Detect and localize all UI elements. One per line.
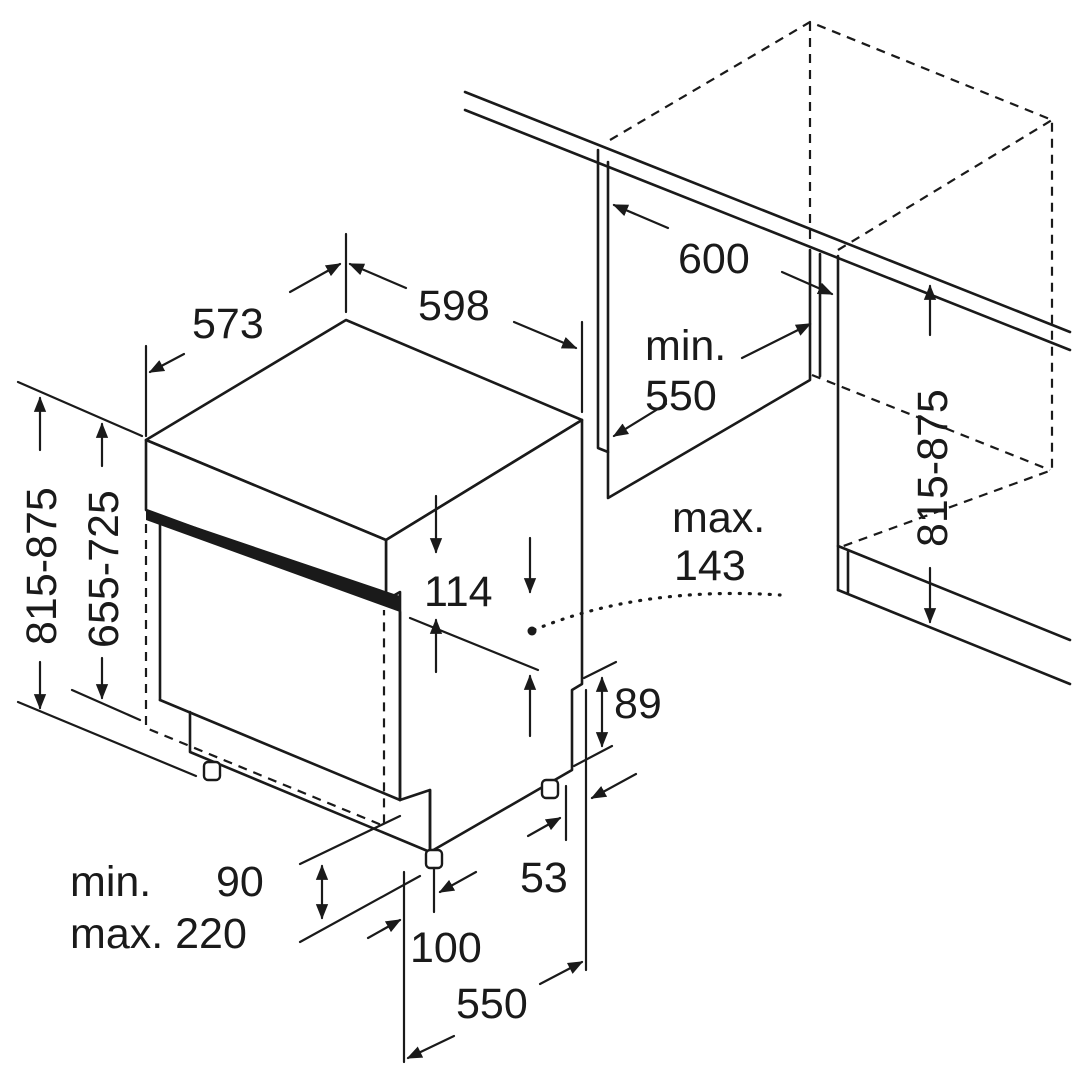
label-foot-setback: 100 xyxy=(410,924,482,972)
left-cabinet-panel xyxy=(596,148,812,500)
label-door-height: 655-725 xyxy=(80,490,128,648)
label-niche-height: 815-875 xyxy=(909,389,957,547)
countertop-bottom-edge xyxy=(463,108,1072,352)
label-max: max. xyxy=(672,494,765,542)
upper-cabinet-outline xyxy=(609,20,1054,550)
kitchen-niche xyxy=(463,20,1072,686)
dimension-plinth-depth: 53 xyxy=(520,688,638,972)
niche-floor-back xyxy=(811,373,1051,472)
dimension-panel-height: 114 xyxy=(408,494,540,738)
dimension-base-depth: 550 xyxy=(406,960,584,1060)
dimension-plinth-height: 89 xyxy=(572,660,662,768)
upper-cabinet-back-edge xyxy=(837,119,1053,251)
label-total-height: 815-875 xyxy=(18,487,66,645)
label-plinth-height: 89 xyxy=(614,680,662,728)
dimension-cabinet-depth: min. 550 xyxy=(612,322,812,438)
furniture-door-outline xyxy=(144,524,386,828)
right-cabinet-plinth-bottom xyxy=(836,588,1072,686)
front-right-foot xyxy=(424,848,444,870)
dimension-appliance-depth: 573 xyxy=(144,232,348,438)
label-plinth-min: min. xyxy=(70,858,151,906)
label-panel-height: 114 xyxy=(424,568,493,616)
label-appliance-width: 598 xyxy=(418,282,490,330)
countertop-top-edge xyxy=(463,90,1072,334)
door-bottom-edge xyxy=(158,698,402,802)
label-cabinet-width: 600 xyxy=(678,235,750,283)
dimension-left-heights: 815-875 655-725 xyxy=(16,380,198,778)
dishwasher xyxy=(144,318,584,870)
dishwasher-handle xyxy=(146,510,400,612)
label-cabinet-depth-min: min. xyxy=(645,322,726,370)
rear-right-foot xyxy=(540,778,560,800)
dimension-foot-setback: 100 xyxy=(366,866,482,1064)
right-cabinet-plinth-top xyxy=(836,544,1072,642)
label-max-value: 143 xyxy=(674,542,746,590)
dimension-plinth-setback: min. 90 max. 220 xyxy=(70,814,422,958)
label-cabinet-depth-value: 550 xyxy=(645,372,717,420)
label-plinth-min-value: 90 xyxy=(216,858,264,906)
plinth-left xyxy=(188,710,432,854)
dimension-appliance-width: 598 xyxy=(348,262,584,414)
label-base-depth: 550 xyxy=(456,980,528,1028)
dimension-niche-height: 815-875 xyxy=(909,284,957,624)
dimension-max-door-offset: max. 143 xyxy=(527,494,782,636)
dimension-cabinet-width: 600 xyxy=(612,203,834,296)
label-plinth-depth: 53 xyxy=(520,854,568,902)
front-left-foot xyxy=(202,760,222,782)
label-appliance-depth: 573 xyxy=(192,300,264,348)
label-plinth-max: max. 220 xyxy=(70,910,247,958)
